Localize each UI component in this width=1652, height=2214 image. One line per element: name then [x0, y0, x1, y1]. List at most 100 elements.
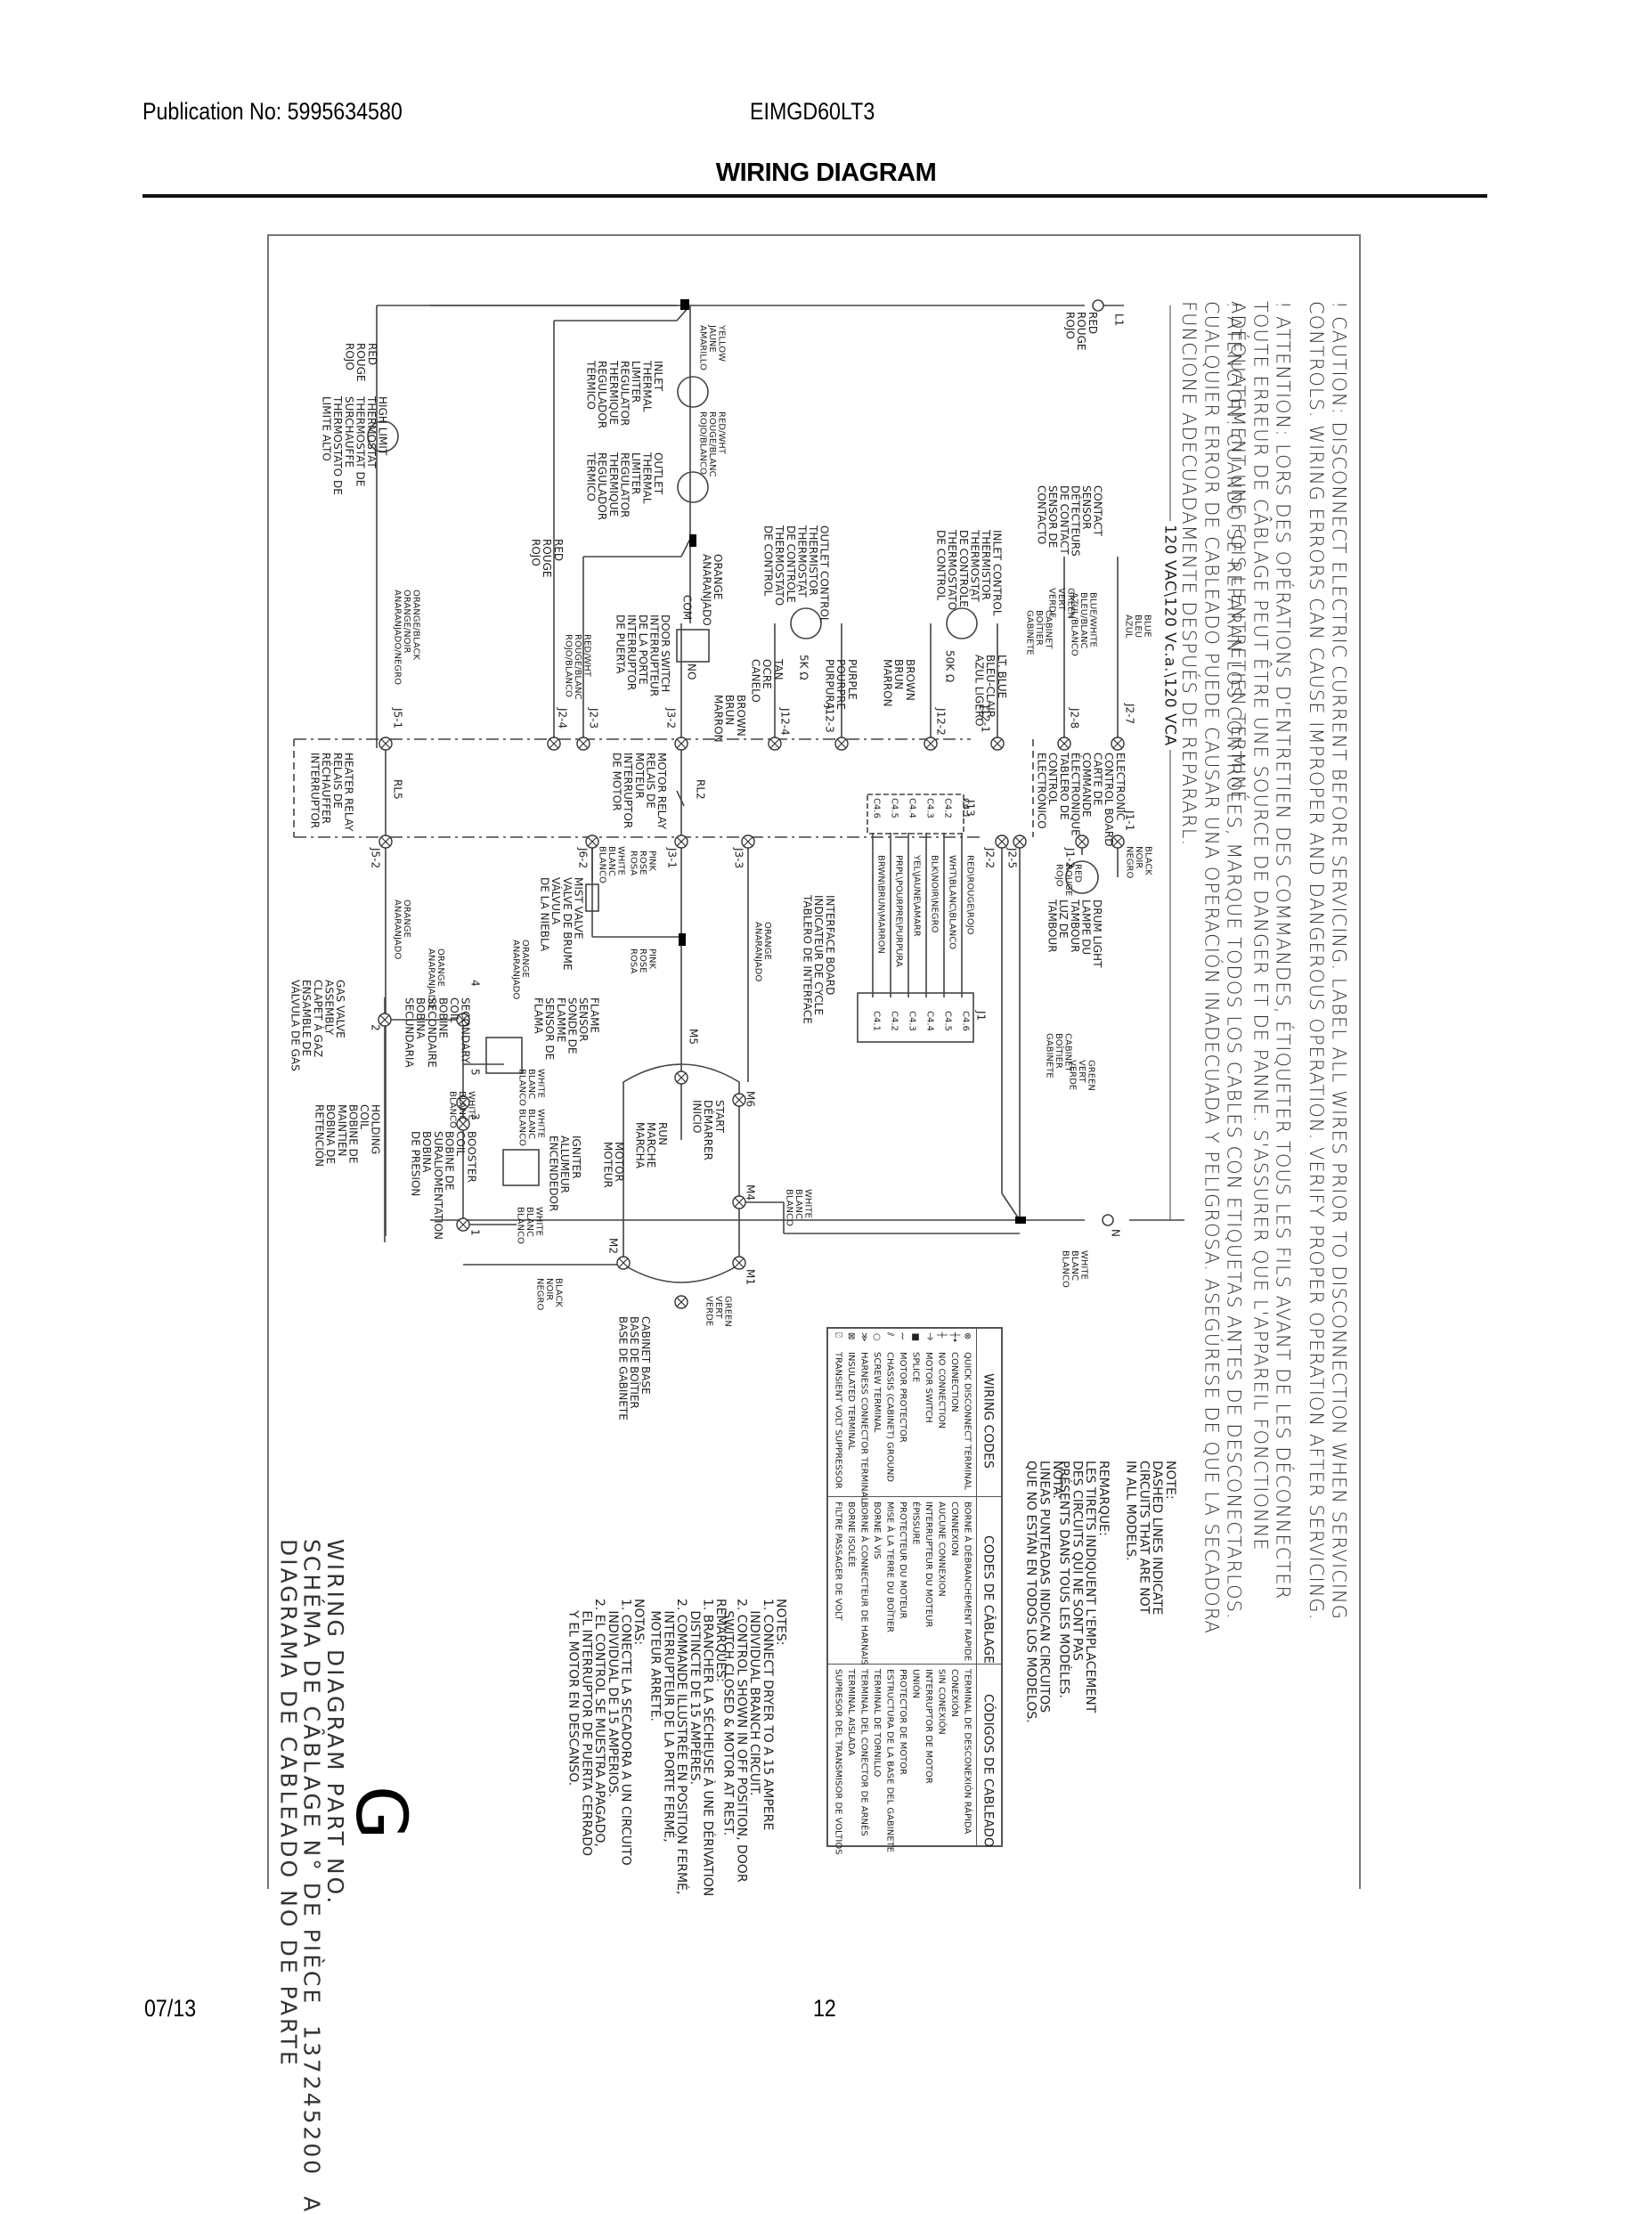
wire-red-mid-label: RED ROUGE ROJO	[529, 539, 565, 578]
mist-valve-label: MIST VALVE VALVE DE BRUME VÁLVULA DE LA …	[538, 877, 585, 971]
cabinet-label: CABINET BOÎTIER GABINETE	[1024, 610, 1054, 655]
outlet-thermistor-label: OUTLET CONTROL THERMISTOR THERMOSTAT DE …	[761, 525, 831, 623]
wiring-codes-header-fr: CODES DE CÂBLAGE	[981, 1535, 996, 1664]
pin-gv-4: 4	[468, 980, 482, 987]
inlet-resistance-label: 50K Ω	[943, 650, 956, 683]
wiring-code-fr: BORNE À VIS	[872, 1502, 882, 1559]
pin-m5: M5	[687, 1029, 700, 1045]
pin-j6-2: J6-2	[576, 848, 590, 869]
wiring-code-en: QUICK DISCONNECT TERMINAL	[962, 1352, 972, 1491]
wiring-code-fr: BORNE ISOLÉE	[846, 1502, 856, 1567]
caution-french: ! ATTENTION: LORS DES OPÉRATIONS D'ENTRE…	[1227, 301, 1294, 1600]
j13-pin: C4.2	[942, 798, 953, 818]
wiring-code-symbol-icon: ⊗	[962, 1332, 972, 1340]
contact-sensor-label: CONTACT SENSOR DÉTECTEURS DE CONTACT SEN…	[1035, 485, 1104, 557]
harness-wire: BRWN\BRUN\MARRON	[875, 855, 886, 954]
model-number: EIMGD60LT3	[750, 98, 875, 125]
wire-lt-blue-label: LT. BLUE BLEU-CLAIR AZUL LIGERO	[972, 655, 1008, 727]
title-rule	[142, 194, 1487, 198]
publication-number: Publication No: 5995634580	[142, 98, 403, 125]
wiring-code-en: CHASSIS (CABINET) GROUND	[884, 1352, 895, 1483]
dashed-lines-note-fr: REMARQUE: LES TIRETS INDIQUENT L'EMPLACE…	[1056, 1461, 1111, 1713]
pin-j12-4: J12-4	[778, 708, 792, 736]
wiring-codes-header-es: CÓDIGOS DE CABLEADO	[981, 1694, 996, 1847]
pin-j1-2: J1-2	[1063, 848, 1077, 869]
motor-run-label: RUN MARCHE MARCHA	[633, 1122, 669, 1168]
revision-letter: G	[340, 1786, 420, 1840]
wire-yellow-label: YELLOW JAUNE AMARILLO	[697, 325, 727, 370]
pin-j12-3: J12-3	[823, 705, 836, 733]
interface-board-label: INTERFACE BOARD INDICATEUR DE CYCLE TABL…	[801, 895, 836, 1024]
pin-gv-1: 1	[468, 1229, 482, 1236]
l1-wire-color: RED ROUGE ROJO	[1063, 312, 1099, 351]
wire-white-igniter-label: WHITE BLANC BLANCO	[517, 1109, 546, 1146]
wire-white-gv5-label: WHITE BLANC BLANCO	[447, 1091, 476, 1128]
wiring-code-es: UNIÓN	[910, 1669, 921, 1699]
pin-j5-2: J5-2	[369, 848, 382, 869]
notes-spanish: NOTAS: 1. CONECTE LA SECADORA A UN CIRCU…	[566, 1599, 647, 1866]
j1-pin: C4.1	[871, 1011, 882, 1031]
wiring-code-en: MOTOR PROTECTOR	[898, 1352, 907, 1443]
wiring-code-en: TRANSIENT VOLT SUPPRESSOR	[833, 1352, 843, 1489]
cabinet-base-label: CABINET BASE BASE DE BOÎTIER BASE DE GAB…	[616, 1316, 652, 1420]
high-limit-label: HIGH LIMIT THERMOSTAT THERMOSTAT DE SURC…	[320, 396, 389, 495]
pin-gv-5: 5	[468, 1069, 482, 1076]
wire-pink-label: PINK ROSE ROSA	[628, 851, 657, 876]
wiring-code-symbol-icon: ○	[872, 1332, 882, 1342]
wiring-code-symbol-icon: ⍁	[833, 1332, 843, 1338]
wire-red-white-label: RED/WHT ROUGE/BLANC ROJO/BLANCO	[697, 411, 727, 477]
wiring-code-fr: INTERRUPTEUR DU MOTEUR	[924, 1502, 933, 1628]
wiring-code-symbol-icon: ⏚	[924, 1332, 933, 1341]
wire-orange-gv-label: ORANGE ANARANJADO	[392, 899, 412, 960]
door-switch-com-label: COM	[680, 595, 694, 621]
footer-page-number: 12	[813, 1995, 836, 2022]
motor-relay-id: RL2	[694, 779, 707, 800]
pin-j3-1: J3-1	[665, 848, 679, 869]
door-switch-no-label: NO	[685, 663, 698, 680]
igniter-label: IGNITER ALLUMEUR ENCENDEDOR	[547, 1135, 582, 1212]
wire-red-drum-label: RED ROUGE ROJO	[1054, 864, 1083, 897]
n-wire-color: WHITE BLANC BLANCO	[1060, 1250, 1089, 1288]
wiring-code-fr: MISE À LA TERRE DU BOÎTIER	[884, 1502, 895, 1633]
dashed-lines-note-es: NOTA: LINEAS PUNTEADAS INDICAN CIRCUITOS…	[1023, 1461, 1065, 1723]
inlet-limiter-label: INLET THERMAL LIMITER REGULATOR THERMIQU…	[584, 361, 665, 429]
notes-english: NOTES: 1. CONNECT DRYER TO A 15 AMPERE I…	[720, 1599, 788, 1883]
wire-orange-top-label: ORANGE ANARANJADO	[700, 554, 725, 626]
wiring-code-es: SUPRESOR DEL TRANSMISOR DE VOLTIOS	[833, 1669, 843, 1855]
pin-gv-2: 2	[369, 1024, 382, 1031]
pin-j2-7: J2-7	[1123, 704, 1136, 725]
j1-pin: C4.3	[907, 1011, 917, 1031]
page-title: WIRING DIAGRAM	[715, 159, 937, 187]
heater-relay-label: HEATER RELAY RELAIS DE RÉCHAUFFER INTERR…	[308, 753, 355, 832]
wire-white-flame-label: WHITE BLANC BLANCO	[517, 1069, 546, 1106]
wiring-code-en: CONNECTION	[949, 1352, 959, 1412]
j1-pin: C4.2	[889, 1011, 899, 1031]
wire-red-white-board-label: RED/WHT ROUGE/BLANC ROJO/BLANCO	[563, 634, 592, 700]
motor-relay-label: MOTOR RELAY RELAIS DE MOTEUR INTERRUPTOR…	[610, 753, 668, 830]
wire-black-l1-label: BLACK NOIR NEGRO	[1124, 846, 1153, 879]
flame-sensor-label: FLAME SENSOR SONDE DE FLAMME SENSOR DE F…	[532, 997, 601, 1061]
wiring-schematic	[293, 299, 1184, 1309]
wire-white-igniter2-label: WHITE BLANC BLANCO	[515, 1207, 544, 1244]
wire-black-m2-label: BLACK NOIR NEGRO	[534, 1278, 564, 1311]
j1-pin: C4.4	[924, 1011, 935, 1031]
dashed-lines-note-en: NOTE: DASHED LINES INDICATE CIRCUITS THA…	[1123, 1461, 1177, 1616]
wire-tan-label: TAN OCRE CANELO	[749, 659, 785, 703]
drum-light-label: DRUM LIGHT LAMPE DU TAMBOUR LUZ DE TAMBO…	[1046, 899, 1103, 968]
wiring-code-symbol-icon: ┼	[936, 1332, 947, 1339]
pin-m6: M6	[744, 1091, 757, 1107]
wiring-code-fr: ÉPISSURE	[910, 1502, 921, 1545]
wire-orange-black-label: ORANGE/BLACK ORANGE/NOIR ANARANJADO/NEGR…	[392, 590, 421, 685]
outlet-resistance-label: 5K Ω	[797, 655, 810, 680]
cabinet-ground-label: GREEN VERT VERDE	[1046, 588, 1076, 619]
wiring-code-fr: BORNE À CONNECTEUR DE HARNAIS	[859, 1502, 869, 1665]
pin-j2-4: J2-4	[556, 708, 569, 729]
outlet-limiter-label: OUTLET THERMAL LIMITER REGULATOR THERMIQ…	[584, 452, 665, 521]
secondary-coil-label: SECONDARY COIL BOBINE SECONDAIRE BOBINA …	[403, 997, 472, 1068]
wiring-code-en: NO CONNECTION	[936, 1352, 947, 1429]
harness-wire: BLK\NOIR\NEGRO	[929, 855, 940, 933]
wiring-code-en: INSULATED TERMINAL	[846, 1352, 856, 1451]
pin-j12-1: J12-1	[979, 705, 992, 733]
pin-m2: M2	[606, 1238, 620, 1254]
harness-wire: YEL\JAUNE\AMARR	[911, 855, 922, 937]
